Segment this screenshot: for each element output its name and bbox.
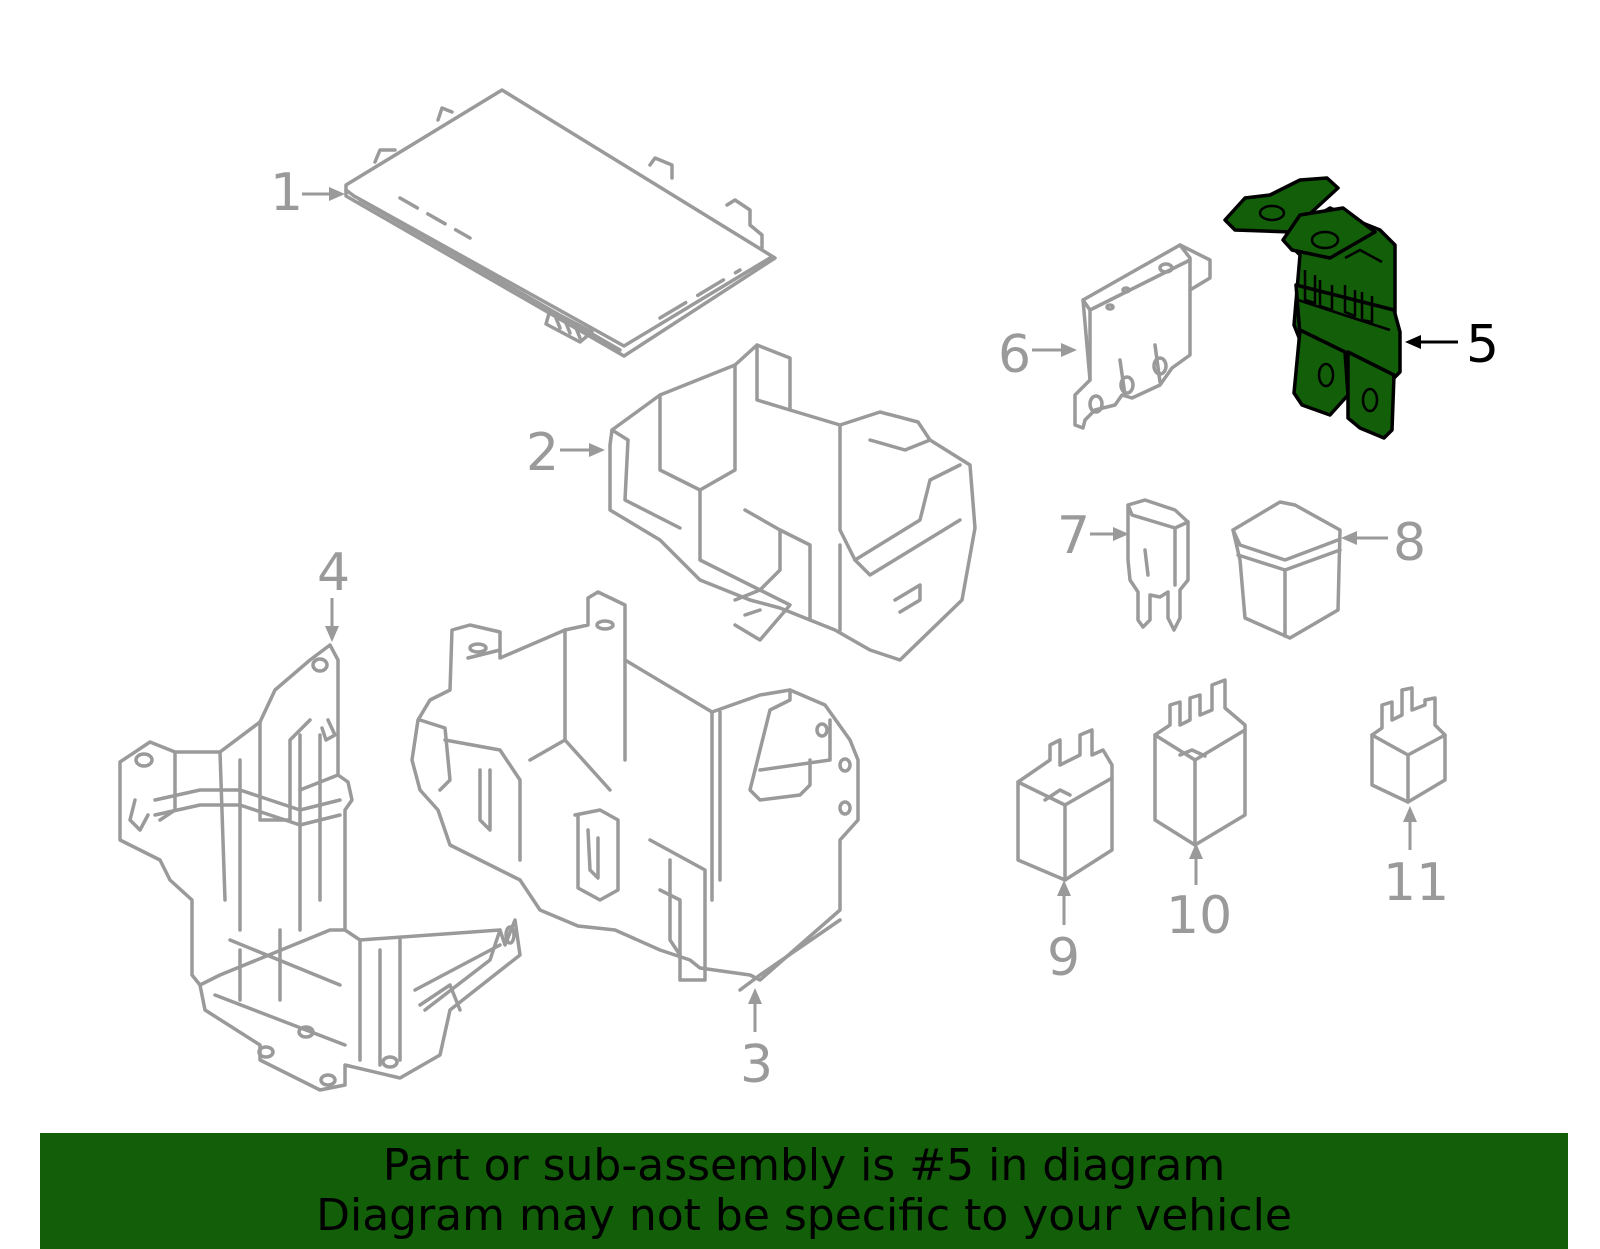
callout-11: 11 — [1383, 806, 1449, 913]
callout-1: 1 — [270, 163, 345, 223]
part-4-bracket[interactable] — [118, 643, 522, 1092]
part-5-fusible-link[interactable] — [1223, 176, 1402, 440]
svg-text:4: 4 — [317, 543, 350, 603]
part-9-relay[interactable] — [1016, 728, 1114, 882]
banner-line-1: Part or sub-assembly is #5 in diagram — [382, 1140, 1226, 1191]
callout-3: 3 — [740, 988, 773, 1095]
part-11-micro-relay[interactable] — [1370, 686, 1447, 804]
svg-text:1: 1 — [270, 163, 303, 223]
svg-text:7: 7 — [1057, 506, 1090, 566]
callout-10: 10 — [1166, 843, 1232, 946]
svg-text:6: 6 — [998, 325, 1031, 385]
callout-5: 5 — [1405, 315, 1499, 375]
callout-6: 6 — [998, 325, 1077, 385]
callout-7: 7 — [1057, 506, 1129, 566]
part-2-upper-housing[interactable] — [608, 343, 977, 662]
callout-2: 2 — [526, 423, 605, 483]
part-10-relay[interactable] — [1153, 678, 1247, 847]
svg-text:10: 10 — [1166, 886, 1232, 946]
svg-text:3: 3 — [740, 1035, 773, 1095]
svg-text:5: 5 — [1466, 315, 1499, 375]
part-3-lower-housing[interactable] — [410, 590, 860, 992]
part-6-terminal-bracket[interactable] — [1073, 243, 1212, 430]
part-1-cover[interactable] — [344, 88, 777, 358]
svg-text:2: 2 — [526, 423, 559, 483]
callout-8: 8 — [1341, 513, 1426, 573]
callout-4: 4 — [317, 543, 350, 642]
banner-line-2: Diagram may not be specific to your vehi… — [316, 1190, 1292, 1241]
part-8-cartridge-fuse[interactable] — [1231, 500, 1342, 640]
part-7-blade-fuse[interactable] — [1126, 498, 1190, 632]
callout-9: 9 — [1047, 880, 1080, 988]
svg-text:11: 11 — [1383, 853, 1449, 913]
svg-text:9: 9 — [1047, 928, 1080, 988]
parts-diagram: 1 2 3 4 5 6 7 8 9 10 — [118, 88, 1499, 1095]
info-banner: Part or sub-assembly is #5 in diagram Di… — [40, 1133, 1568, 1249]
svg-text:8: 8 — [1393, 513, 1426, 573]
